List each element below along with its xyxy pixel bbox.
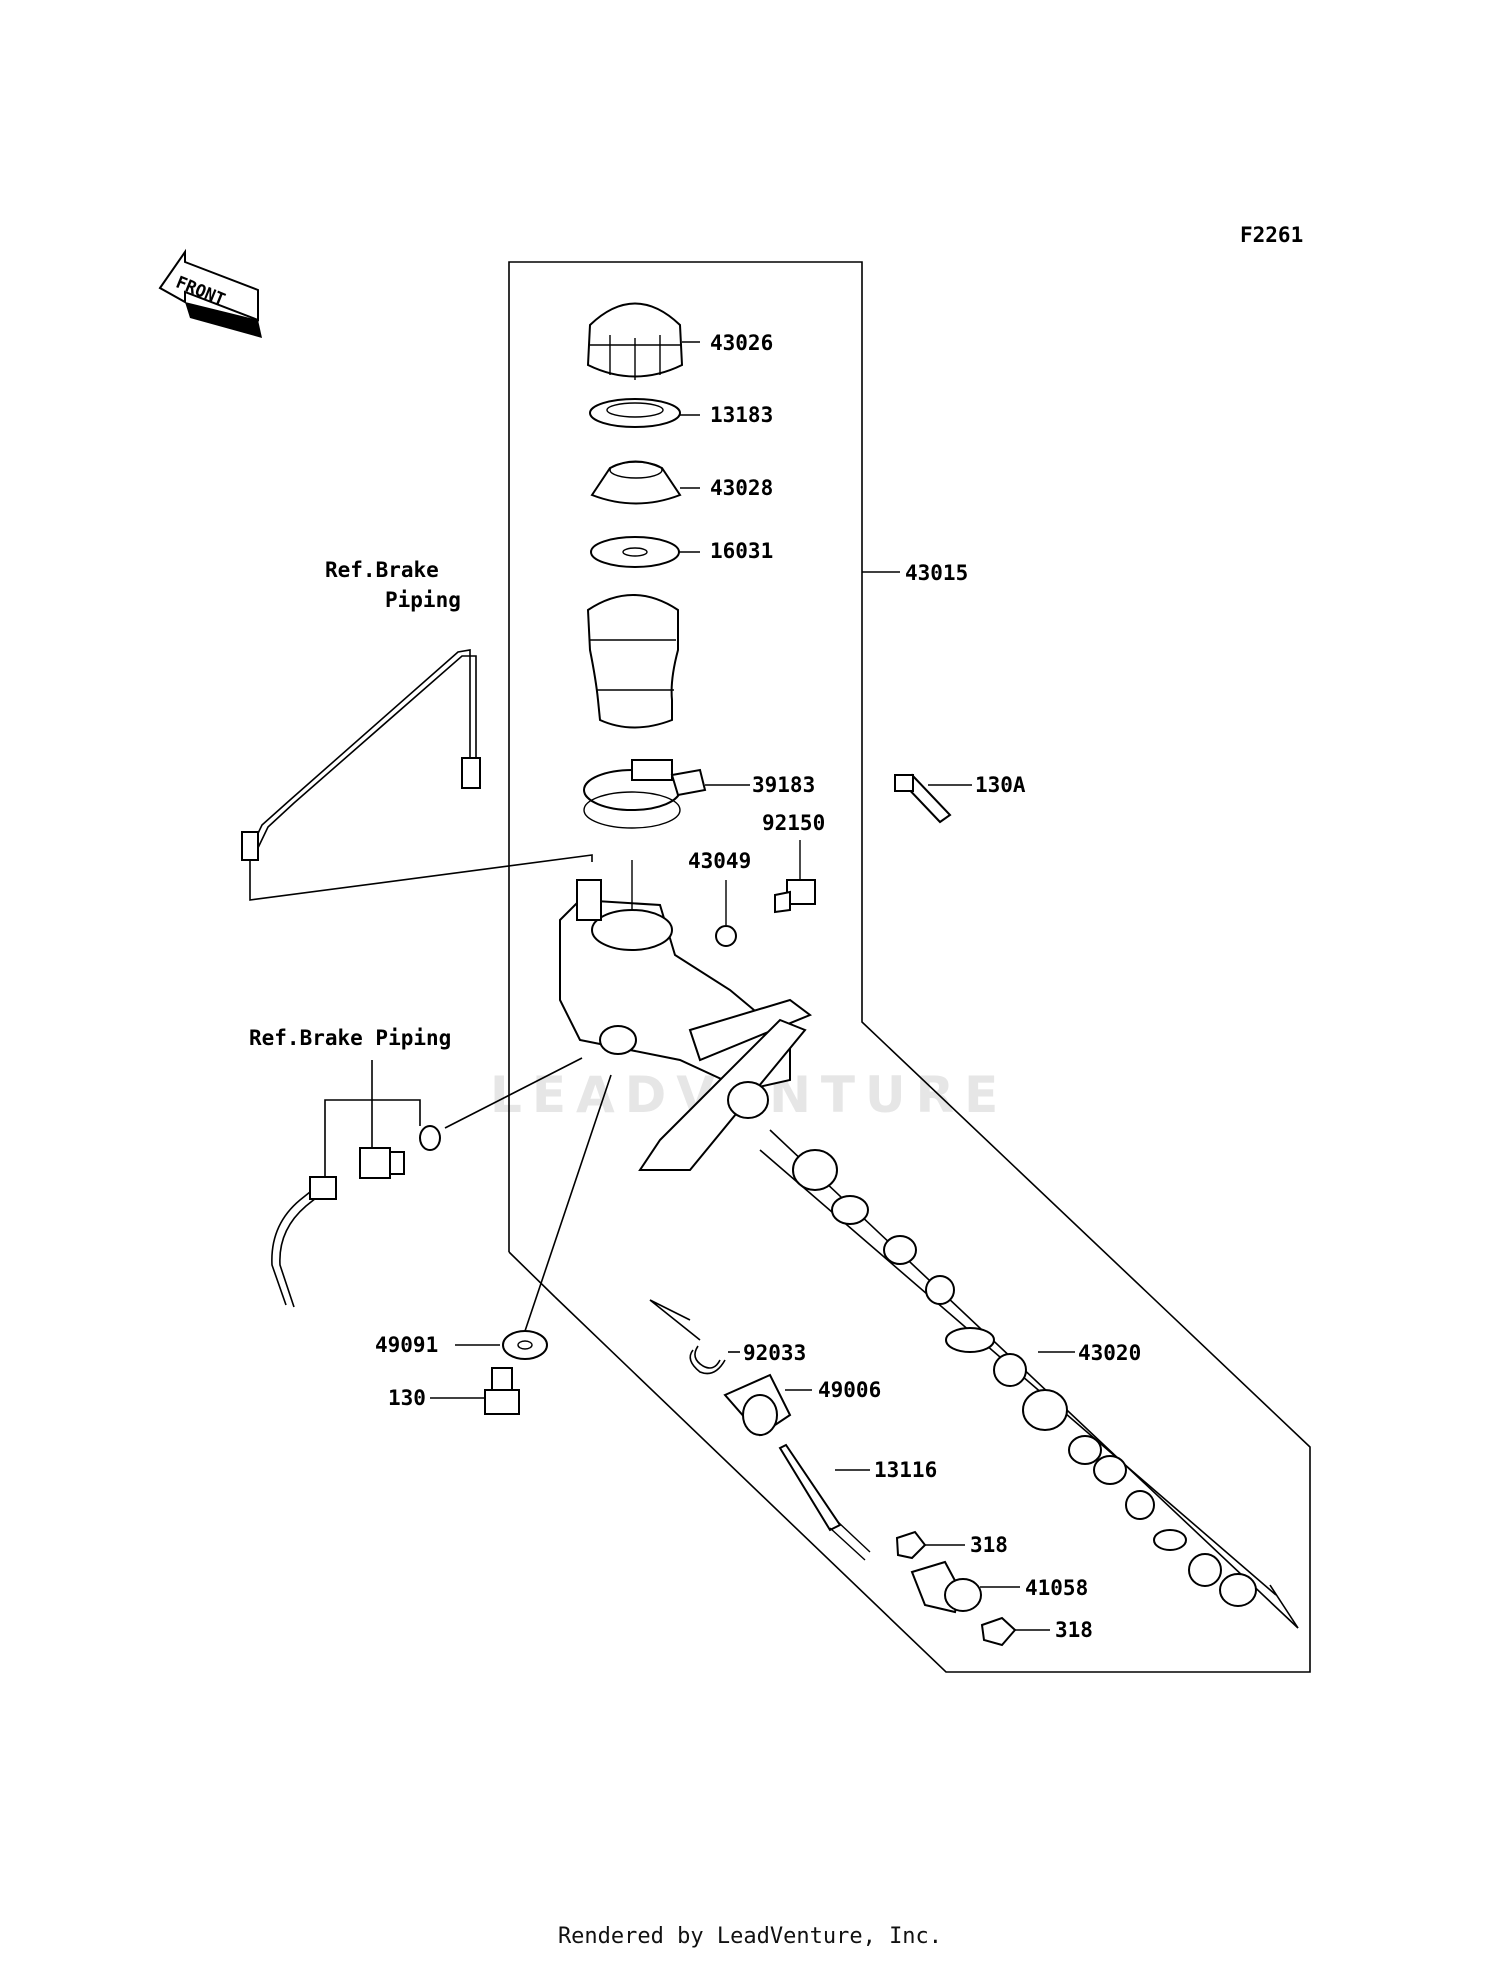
diaphragm (590, 460, 700, 505)
seal-43049 (715, 880, 737, 947)
label-43020: 43020 (1078, 1341, 1141, 1365)
brake-pipe-left (271, 1057, 583, 1308)
label-130A: 130A (975, 773, 1026, 797)
label-13116: 13116 (874, 1458, 937, 1482)
diagram-code: F2261 (1240, 223, 1303, 247)
assembly-outline (508, 261, 1311, 1673)
label-39183: 39183 (752, 773, 815, 797)
label-49091: 49091 (375, 1333, 438, 1357)
reservoir-plate (589, 398, 700, 428)
clevis-41058 (910, 1560, 1020, 1614)
label-43028: 43028 (710, 476, 773, 500)
hose-clamp (583, 759, 750, 829)
footer-credit: Rendered by LeadVenture, Inc. (557, 1924, 943, 1949)
washer-16031 (590, 536, 700, 568)
label-92033: 92033 (743, 1341, 806, 1365)
washer-49091 (455, 1074, 612, 1360)
nut-318-lower (980, 1616, 1050, 1647)
label-41058: 41058 (1025, 1576, 1088, 1600)
front-arrow-icon: FRONT (158, 248, 262, 338)
label-43015: 43015 (905, 561, 968, 585)
brake-pipe-top (241, 649, 593, 901)
ref-brake-piping-top-line1: Ref.Brake (325, 558, 439, 582)
label-318-upper: 318 (970, 1533, 1008, 1557)
label-16031: 16031 (710, 539, 773, 563)
boot-49006 (723, 1373, 812, 1437)
master-cylinder-body (559, 860, 813, 1171)
label-92150: 92150 (762, 811, 825, 835)
label-43026: 43026 (710, 331, 773, 355)
label-13183: 13183 (710, 403, 773, 427)
nut-318-upper (895, 1530, 965, 1560)
reservoir-body (586, 594, 679, 729)
label-130: 130 (388, 1386, 426, 1410)
label-43049: 43049 (688, 849, 751, 873)
label-49006: 49006 (818, 1378, 881, 1402)
reservoir-cap (586, 302, 700, 380)
ref-brake-piping-left: Ref.Brake Piping (249, 1026, 451, 1050)
label-318-lower: 318 (1055, 1618, 1093, 1642)
bolt-130A (894, 773, 972, 824)
bolt-92150 (774, 840, 816, 914)
snap-ring (649, 1299, 740, 1375)
plug-bolt-130 (430, 1367, 520, 1415)
piston-assembly (759, 1129, 1299, 1629)
ref-brake-piping-top-line2: Piping (385, 588, 461, 612)
push-rod (778, 1443, 871, 1561)
